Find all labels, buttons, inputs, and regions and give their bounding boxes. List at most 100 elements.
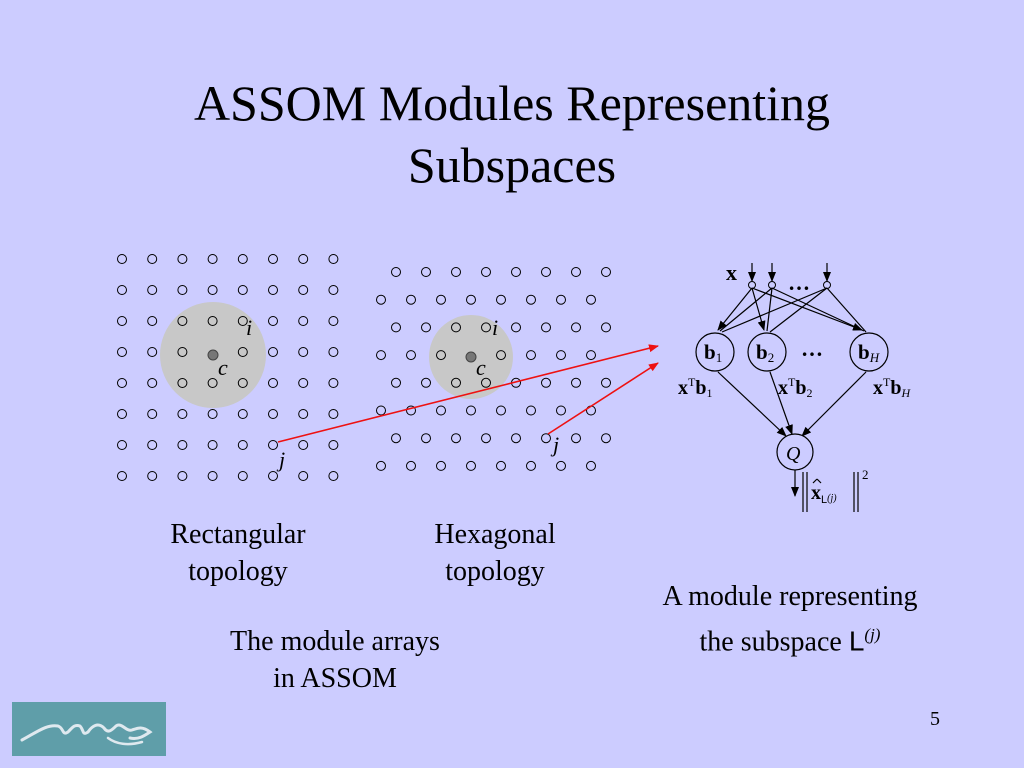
hex-grid-unit xyxy=(406,405,416,416)
rect-grid-unit xyxy=(298,409,309,419)
hex-grid-unit xyxy=(376,294,386,305)
rect-label-j: j xyxy=(276,447,285,472)
rect-grid-unit xyxy=(237,316,248,326)
hex-grid-unit xyxy=(586,350,596,361)
hex-grid-unit xyxy=(586,294,596,305)
rect-grid-unit xyxy=(147,347,158,357)
proj-2-label: xTb2 xyxy=(778,375,812,400)
hex-grid-unit xyxy=(496,350,506,361)
basis-bh-label: bH xyxy=(858,340,880,365)
rect-grid-unit xyxy=(147,440,158,450)
rect-grid-unit xyxy=(177,409,188,419)
hex-grid-unit xyxy=(406,294,416,305)
hex-grid-unit xyxy=(376,460,386,471)
hexagonal-grid xyxy=(376,267,611,471)
basis-node-2 xyxy=(747,332,787,372)
hex-grid-unit xyxy=(376,350,386,361)
title-line-2: Subspaces xyxy=(407,137,617,193)
hex-grid-unit xyxy=(496,294,506,305)
rect-grid-unit xyxy=(207,316,218,326)
muscle-logo xyxy=(12,702,166,756)
rect-grid-unit xyxy=(177,378,188,388)
rect-grid-unit xyxy=(177,316,188,326)
hex-grid-unit xyxy=(421,267,431,277)
rect-grid-unit xyxy=(147,285,158,295)
rect-grid-unit xyxy=(207,440,218,450)
rect-grid-unit xyxy=(268,316,278,326)
rect-grid-unit xyxy=(298,471,309,481)
basis-node-h xyxy=(849,332,889,372)
hex-grid-unit xyxy=(601,322,611,333)
hex-grid-unit xyxy=(571,267,581,277)
hex-grid-unit xyxy=(421,433,431,444)
rect-grid-unit xyxy=(328,409,339,419)
title-line-1: ASSOM Modules Representing xyxy=(193,75,831,131)
rect-grid-unit xyxy=(117,254,127,264)
hex-grid-unit xyxy=(436,460,446,471)
rect-grid-unit xyxy=(328,316,339,326)
hex-grid-unit xyxy=(571,322,581,333)
q-label: Q xyxy=(786,443,801,465)
rect-grid-unit xyxy=(268,378,278,388)
rect-grid-unit xyxy=(328,440,339,450)
hex-grid-unit xyxy=(571,433,581,444)
rect-grid-unit xyxy=(328,378,339,388)
hex-grid-unit xyxy=(436,294,446,305)
rect-grid-unit xyxy=(177,254,188,264)
rect-grid-unit xyxy=(298,316,309,326)
rect-grid-unit xyxy=(298,285,309,295)
hex-grid-unit xyxy=(466,460,476,471)
input-ellipsis: … xyxy=(788,270,810,295)
hex-grid-unit xyxy=(391,377,401,388)
hex-label-j: j xyxy=(550,432,559,457)
hex-grid-unit xyxy=(406,350,416,361)
rectangular-grid xyxy=(117,254,339,481)
hex-grid-unit xyxy=(451,433,461,444)
rect-grid-unit xyxy=(237,254,248,264)
rect-grid-unit xyxy=(177,471,188,481)
rect-grid-unit xyxy=(237,440,248,450)
hex-grid-unit xyxy=(451,377,461,388)
rect-grid-unit xyxy=(117,285,127,295)
rect-grid-unit xyxy=(117,378,127,388)
rect-grid-unit xyxy=(237,347,248,357)
hex-grid-unit xyxy=(526,405,536,416)
rect-label-c: c xyxy=(218,355,228,380)
hex-grid-unit xyxy=(481,377,491,388)
hex-grid-unit xyxy=(481,267,491,277)
rect-grid-unit xyxy=(207,285,218,295)
rect-grid-unit xyxy=(237,285,248,295)
hex-grid-unit xyxy=(526,350,536,361)
rect-grid-unit xyxy=(147,254,158,264)
rect-grid-unit xyxy=(177,440,188,450)
proj-h-label: xTbH xyxy=(873,375,911,400)
page-number: 5 xyxy=(930,708,940,730)
rect-grid-unit xyxy=(328,347,339,357)
hex-grid-unit xyxy=(556,460,566,471)
hex-grid-unit xyxy=(511,433,521,444)
hex-grid-unit xyxy=(466,405,476,416)
rect-grid-unit xyxy=(117,440,127,450)
hex-grid-unit xyxy=(436,350,446,361)
xhat-label: xL(j) xyxy=(811,482,837,506)
rect-grid-unit xyxy=(147,409,158,419)
rect-grid-unit xyxy=(268,285,278,295)
hex-grid-unit xyxy=(466,294,476,305)
hex-to-module-arrow xyxy=(547,362,659,435)
rect-grid-unit xyxy=(298,254,309,264)
rect-grid-unit xyxy=(268,347,278,357)
hex-label-i: i xyxy=(492,315,498,340)
hex-grid-unit xyxy=(541,267,551,277)
hex-grid-unit xyxy=(526,460,536,471)
input-node-2 xyxy=(768,281,776,289)
hex-grid-unit xyxy=(481,433,491,444)
hex-grid-unit xyxy=(601,267,611,277)
module-arrays-caption: The module arrays in ASSOM xyxy=(230,626,440,694)
input-node-1 xyxy=(748,281,756,289)
logo-mark xyxy=(20,723,153,746)
module-caption: A module representing the subspace L(j) xyxy=(662,581,918,658)
rect-grid-unit xyxy=(117,316,127,326)
rect-grid-unit xyxy=(177,347,188,357)
hex-grid-unit xyxy=(481,322,491,333)
